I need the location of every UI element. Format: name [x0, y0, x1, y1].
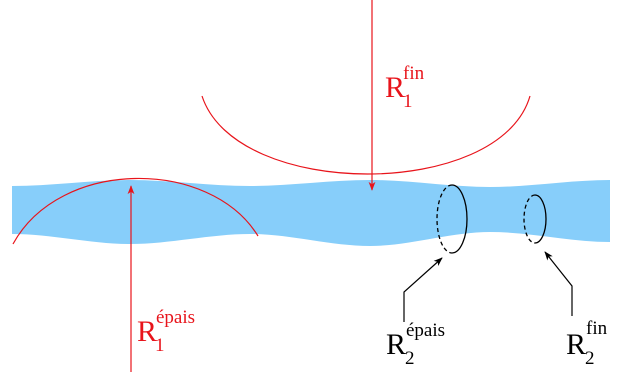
fiber-filament — [12, 180, 610, 246]
svg-text:épais: épais — [156, 307, 195, 328]
r2-epais-ellipse-front — [451, 184, 468, 254]
r1-fin-arc — [201, 95, 531, 175]
label-r2-fin: R 2 fin — [566, 318, 608, 369]
svg-text:fin: fin — [586, 318, 608, 339]
label-r1-epais: R 1 épais — [137, 307, 195, 356]
r2-fin-ellipse-front — [534, 194, 547, 244]
label-r2-epais: R 2 épais — [386, 320, 445, 369]
r2-fin-ellipse-back — [523, 194, 536, 244]
svg-text:2: 2 — [405, 348, 415, 369]
label-r1-fin: R 1 fin — [385, 63, 425, 112]
svg-text:R: R — [137, 315, 157, 348]
svg-text:1: 1 — [403, 91, 413, 112]
r2-epais-ellipse-back — [436, 184, 453, 254]
svg-text:épais: épais — [406, 320, 445, 341]
svg-text:2: 2 — [585, 348, 595, 369]
svg-text:R: R — [385, 71, 405, 104]
svg-text:R: R — [566, 328, 586, 361]
r2-fin-arrow — [544, 251, 573, 316]
svg-text:fin: fin — [403, 63, 425, 84]
r2-epais-arrow — [403, 257, 443, 322]
r1-epais-arc — [12, 177, 259, 245]
svg-text:R: R — [386, 328, 406, 361]
svg-text:1: 1 — [155, 335, 165, 356]
